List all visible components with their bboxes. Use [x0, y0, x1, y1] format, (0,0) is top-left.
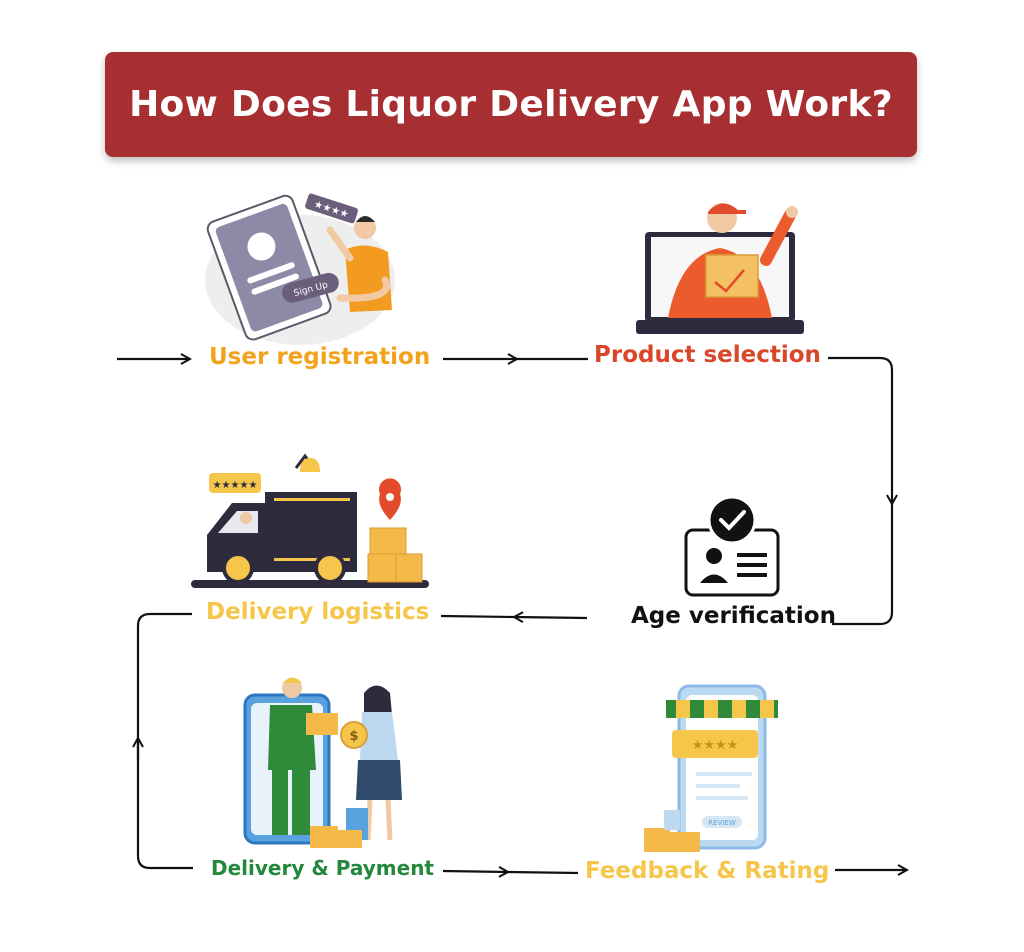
step-product-selection: Product selection: [594, 342, 821, 368]
page-title: How Does Liquor Delivery App Work?: [129, 84, 893, 125]
registration-illustration: Sign Up ★★★★: [205, 193, 395, 345]
connector-verification-loop: [832, 500, 894, 626]
connector-logistics-segment: [440, 614, 515, 619]
arrow-payment-to-feedback: [442, 871, 508, 872]
review-button-text: REVIEW: [708, 819, 736, 827]
delivery-payment-illustration: $: [243, 677, 402, 848]
svg-text:★★★★★: ★★★★★: [213, 480, 258, 491]
svg-text:$: $: [349, 729, 358, 744]
product-selection-illustration: [636, 203, 804, 334]
step-age-verification: Age verification: [631, 603, 836, 629]
flow-connectors: [117, 358, 907, 873]
feedback-rating-illustration: ★★★★ REVIEW: [644, 684, 778, 852]
step-delivery-payment: Delivery & Payment: [211, 856, 434, 880]
delivery-logistics-illustration: ★★★★★: [191, 453, 429, 588]
title-banner: How Does Liquor Delivery App Work?: [105, 52, 917, 157]
connector-logistics-loop: [136, 612, 193, 870]
arrow-selection-to-verification: [828, 356, 892, 504]
step-feedback-rating: Feedback & Rating: [585, 858, 830, 884]
connector-payment-segment: [507, 870, 579, 875]
svg-text:★★★★: ★★★★: [692, 738, 739, 753]
age-verification-illustration: [684, 495, 780, 597]
step-delivery-logistics: Delivery logistics: [206, 599, 430, 625]
arrow-verification-to-logistics: [514, 617, 588, 618]
step-user-registration: User registration: [209, 344, 431, 370]
